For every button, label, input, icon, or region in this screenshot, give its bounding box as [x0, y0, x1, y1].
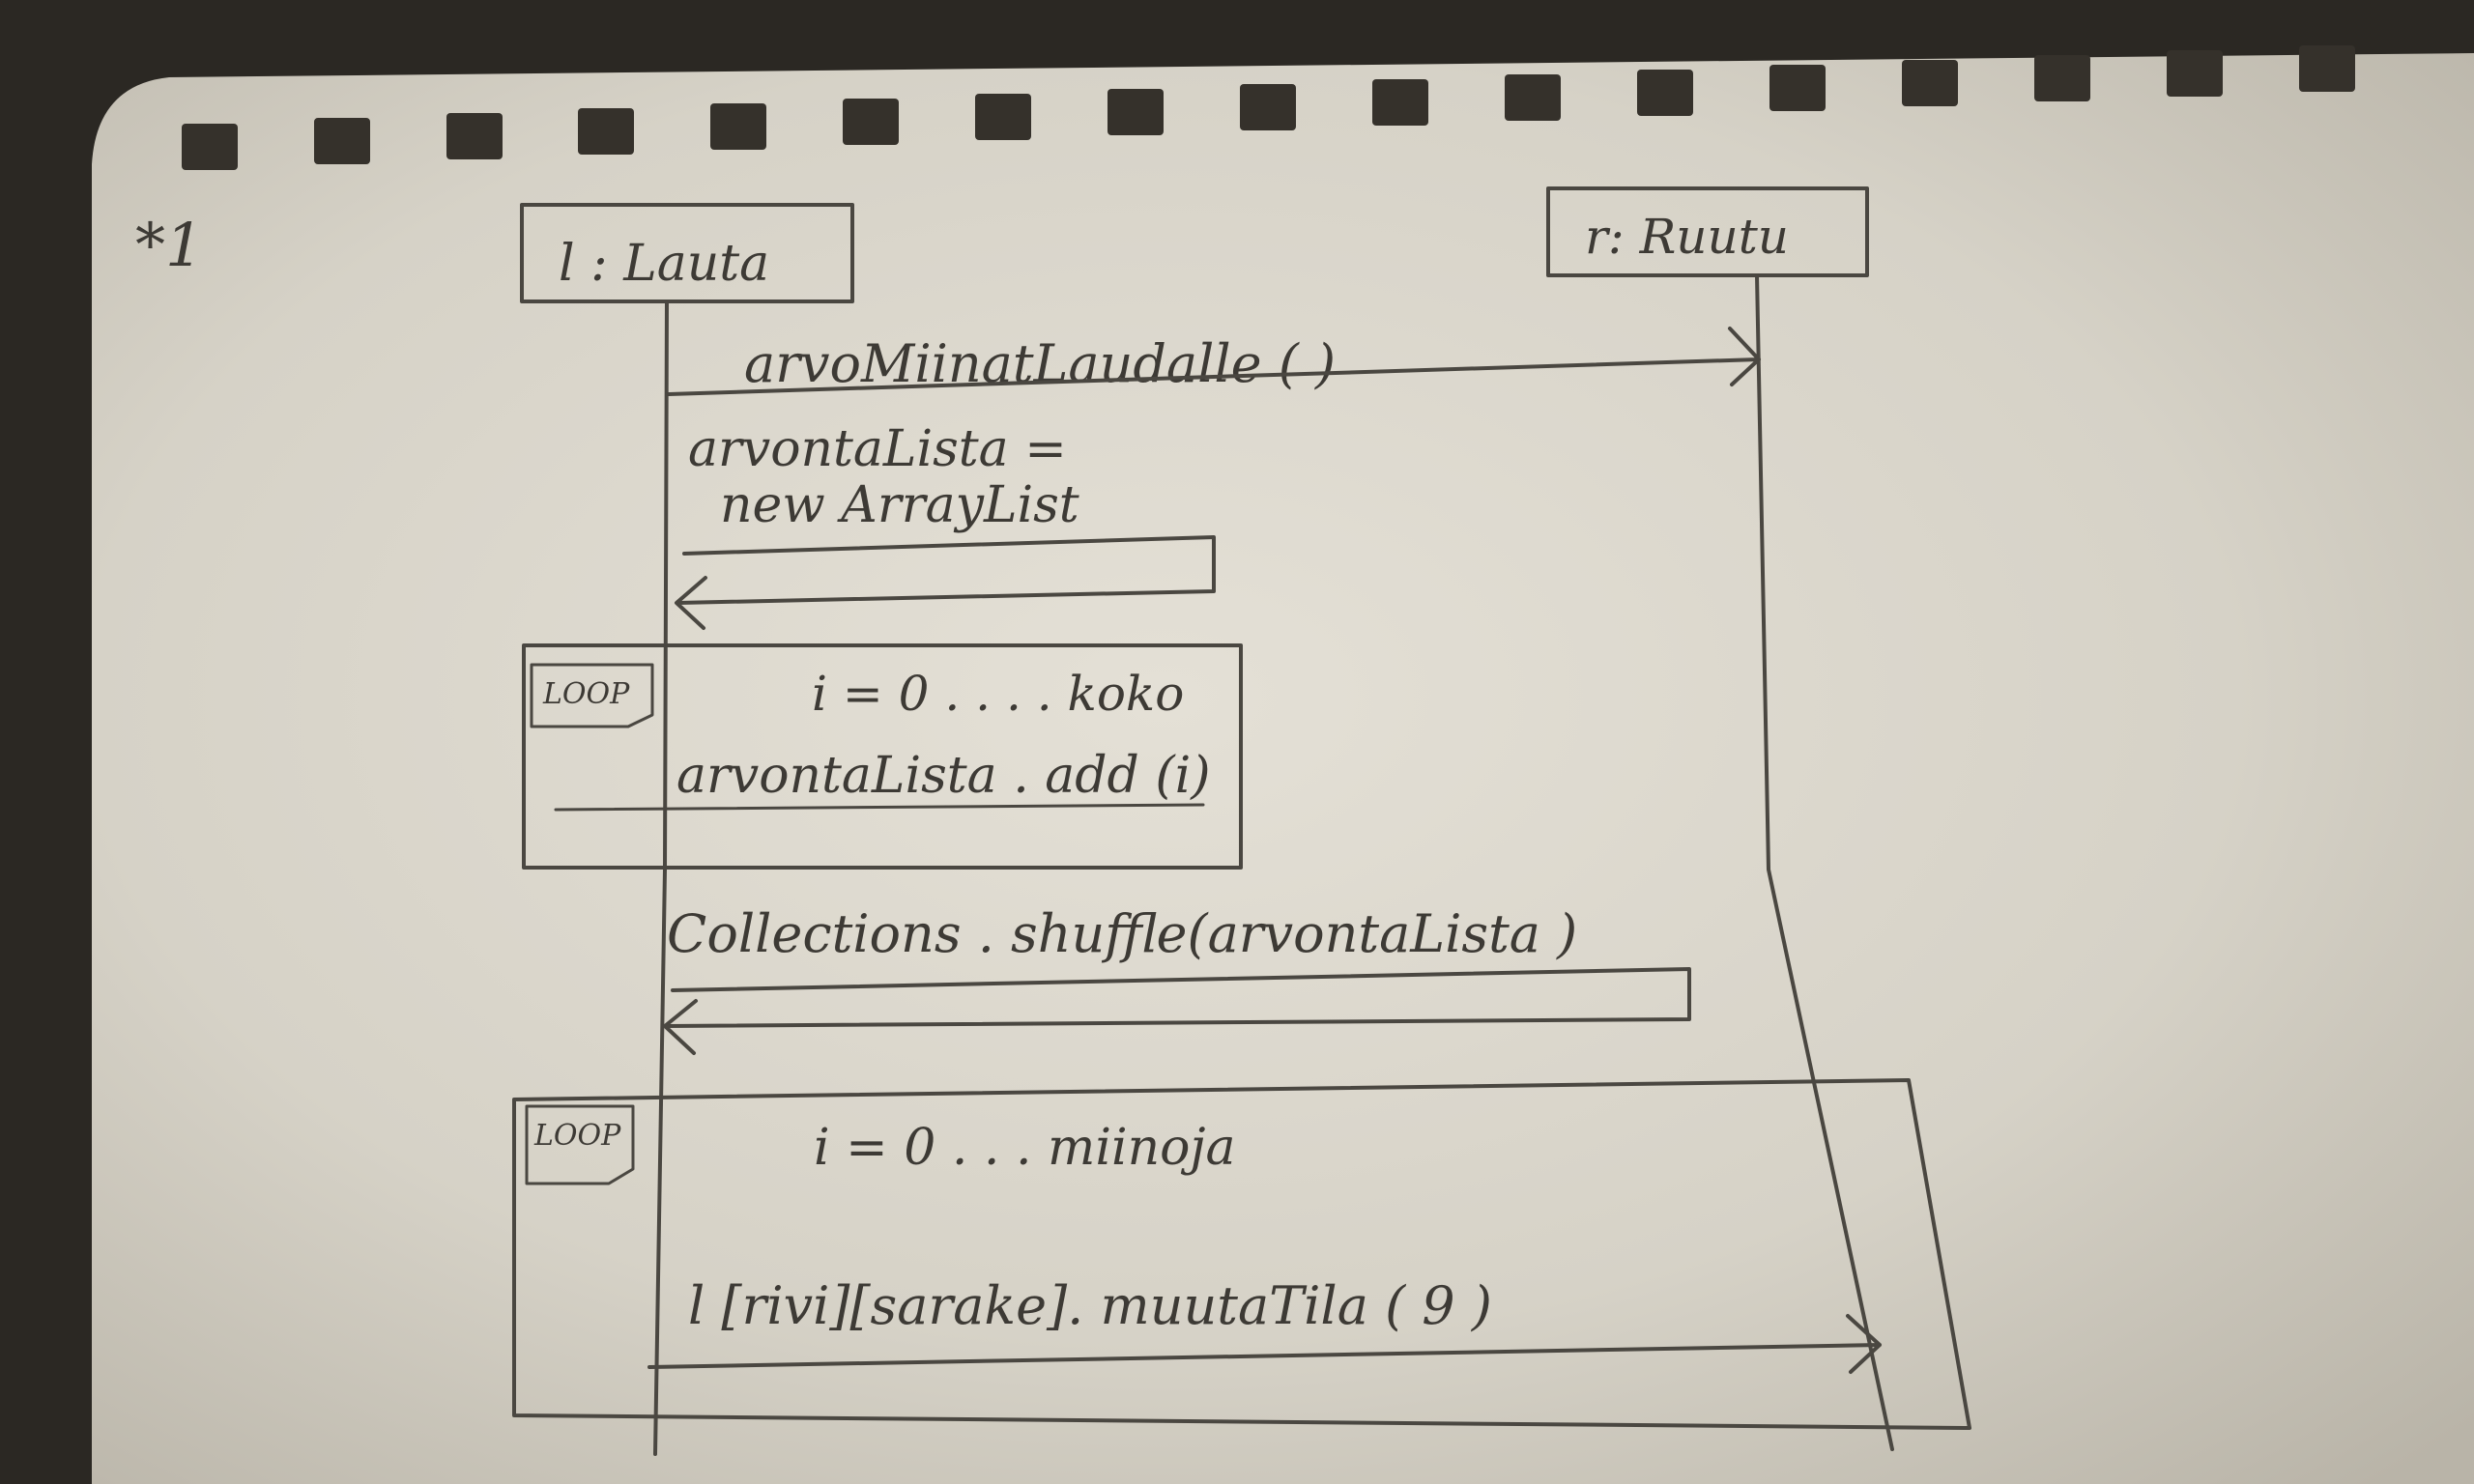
- loop-1-tag: LOOP: [542, 677, 630, 711]
- message-call-arrow: [667, 327, 1761, 396]
- loop-1-tag-box: [530, 663, 654, 728]
- loop-2-guard: i = 0 . . . miinoja: [814, 1119, 1236, 1177]
- page-mark: *1: [135, 210, 203, 280]
- lifeline-box-left: [520, 203, 854, 303]
- loop-2-tag: LOOP: [533, 1119, 621, 1153]
- self-message-1-line2: new ArrayList: [720, 476, 1079, 534]
- loop-1-body-line: [554, 803, 1205, 812]
- self-message-1-line1: arvontaLista =: [688, 420, 1067, 478]
- loop-2-call-label: l [rivi][sarake]. muutaTila ( 9 ): [688, 1275, 1492, 1336]
- loop-2-call-arrow: [647, 1314, 1882, 1374]
- self-message-2-label: Collections . shuffle(arvontaLista ): [667, 903, 1577, 964]
- loop-2-tag-box: [525, 1104, 635, 1185]
- spiral-holes: [182, 45, 2355, 170]
- loop-1-body: arvontaLista . add (i): [676, 747, 1211, 805]
- self-message-2-arrow: [663, 967, 1691, 1055]
- lifeline-label-right: r: Ruutu: [1585, 209, 1789, 265]
- message-call-label: arvoMiinatLaudalle ( ): [744, 333, 1336, 394]
- lifeline-label-left: l : Lauta: [559, 235, 769, 293]
- lifeline-box-right: [1546, 186, 1869, 277]
- loop-2-frame: [512, 1078, 1971, 1430]
- loop-1-frame: [522, 643, 1243, 870]
- lifeline-right: [1755, 273, 1894, 1451]
- notebook-paper: [92, 53, 2474, 1484]
- self-message-1-arrow: [675, 535, 1216, 630]
- loop-1-guard: i = 0 . . . . koko: [812, 666, 1184, 722]
